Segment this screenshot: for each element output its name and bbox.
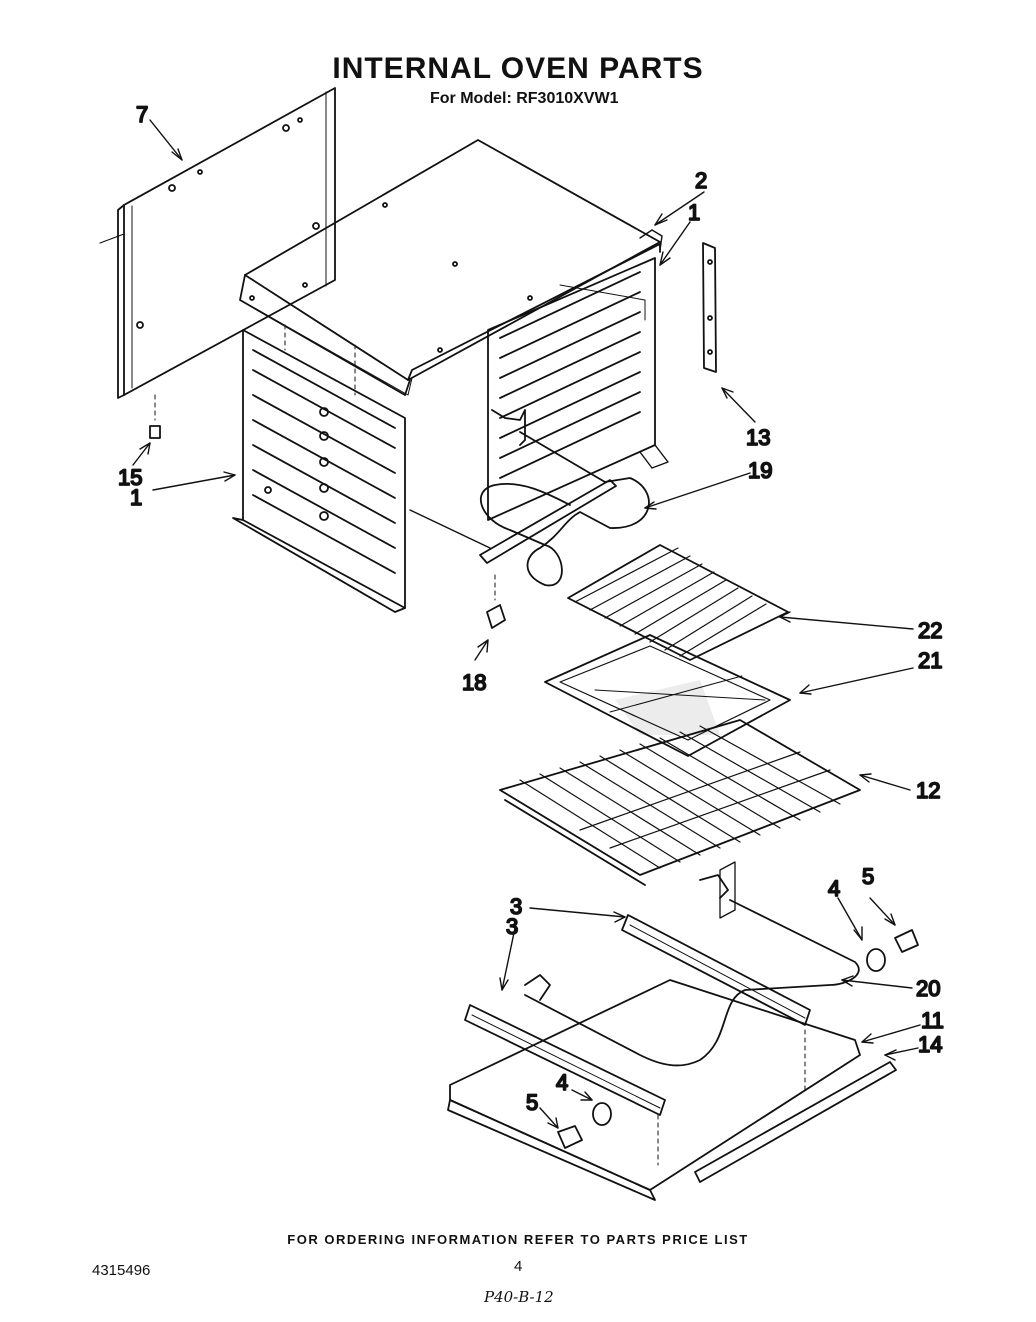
callout-14: 14 [918, 1032, 942, 1057]
callout-7: 7 [136, 102, 148, 127]
callout-20: 20 [916, 976, 940, 1001]
side-panel-right-part-1 [487, 257, 669, 521]
insulator-part-5-upper [894, 929, 919, 953]
oven-rack-part-12 [499, 719, 861, 886]
callout-12: 12 [916, 778, 940, 803]
element-support-part-3-lower [464, 1004, 666, 1116]
clip-part-15 [149, 394, 161, 439]
callout-18: 18 [462, 670, 486, 695]
side-panel-left-part-1 [232, 324, 406, 613]
trim-strip-part-14 [694, 1061, 897, 1183]
leader-lines [132, 119, 921, 1129]
callout-19: 19 [748, 458, 772, 483]
callout-3-bottom: 3 [506, 914, 518, 939]
document-number: 4315496 [92, 1262, 151, 1279]
top-panel-part-2 [239, 139, 663, 396]
bake-element-part-19 [409, 409, 650, 587]
callout-5-top: 5 [862, 864, 874, 889]
callout-11: 11 [921, 1008, 944, 1033]
callout-15: 15 [118, 465, 142, 490]
callout-4-bottom: 4 [556, 1070, 568, 1095]
broiler-pan-part-21 [544, 634, 791, 757]
socket-part-4-upper [866, 948, 886, 972]
broil-element-part-20 [524, 861, 860, 1067]
model-subtitle: For Model: RF3010XVW1 [430, 90, 619, 107]
callout-22: 22 [918, 618, 942, 643]
bottom-tray-part-11 [447, 979, 861, 1201]
socket-part-4-lower [592, 1102, 612, 1126]
element-support-part-3-upper [621, 914, 811, 1026]
callout-2: 2 [695, 168, 707, 193]
rear-panel-part-7 [99, 87, 336, 399]
terminal-block-part-18 [486, 574, 506, 629]
callout-13: 13 [746, 425, 770, 450]
callout-1-left: 1 [130, 485, 142, 510]
ordering-info: FOR ORDERING INFORMATION REFER TO PARTS … [287, 1232, 749, 1247]
handwritten-code: P40-B-12 [484, 1288, 554, 1306]
callout-21: 21 [918, 648, 942, 673]
callout-4-top: 4 [828, 876, 840, 901]
broiler-grid-part-22 [567, 544, 789, 661]
callout-1-right: 1 [688, 200, 700, 225]
page-number: 4 [514, 1258, 523, 1275]
callout-3-top: 3 [510, 894, 522, 919]
page-title: INTERNAL OVEN PARTS [332, 52, 704, 85]
insulator-part-5-lower [557, 1125, 583, 1149]
bracket-part-13 [702, 242, 717, 373]
callout-5-bottom: 5 [526, 1090, 538, 1115]
